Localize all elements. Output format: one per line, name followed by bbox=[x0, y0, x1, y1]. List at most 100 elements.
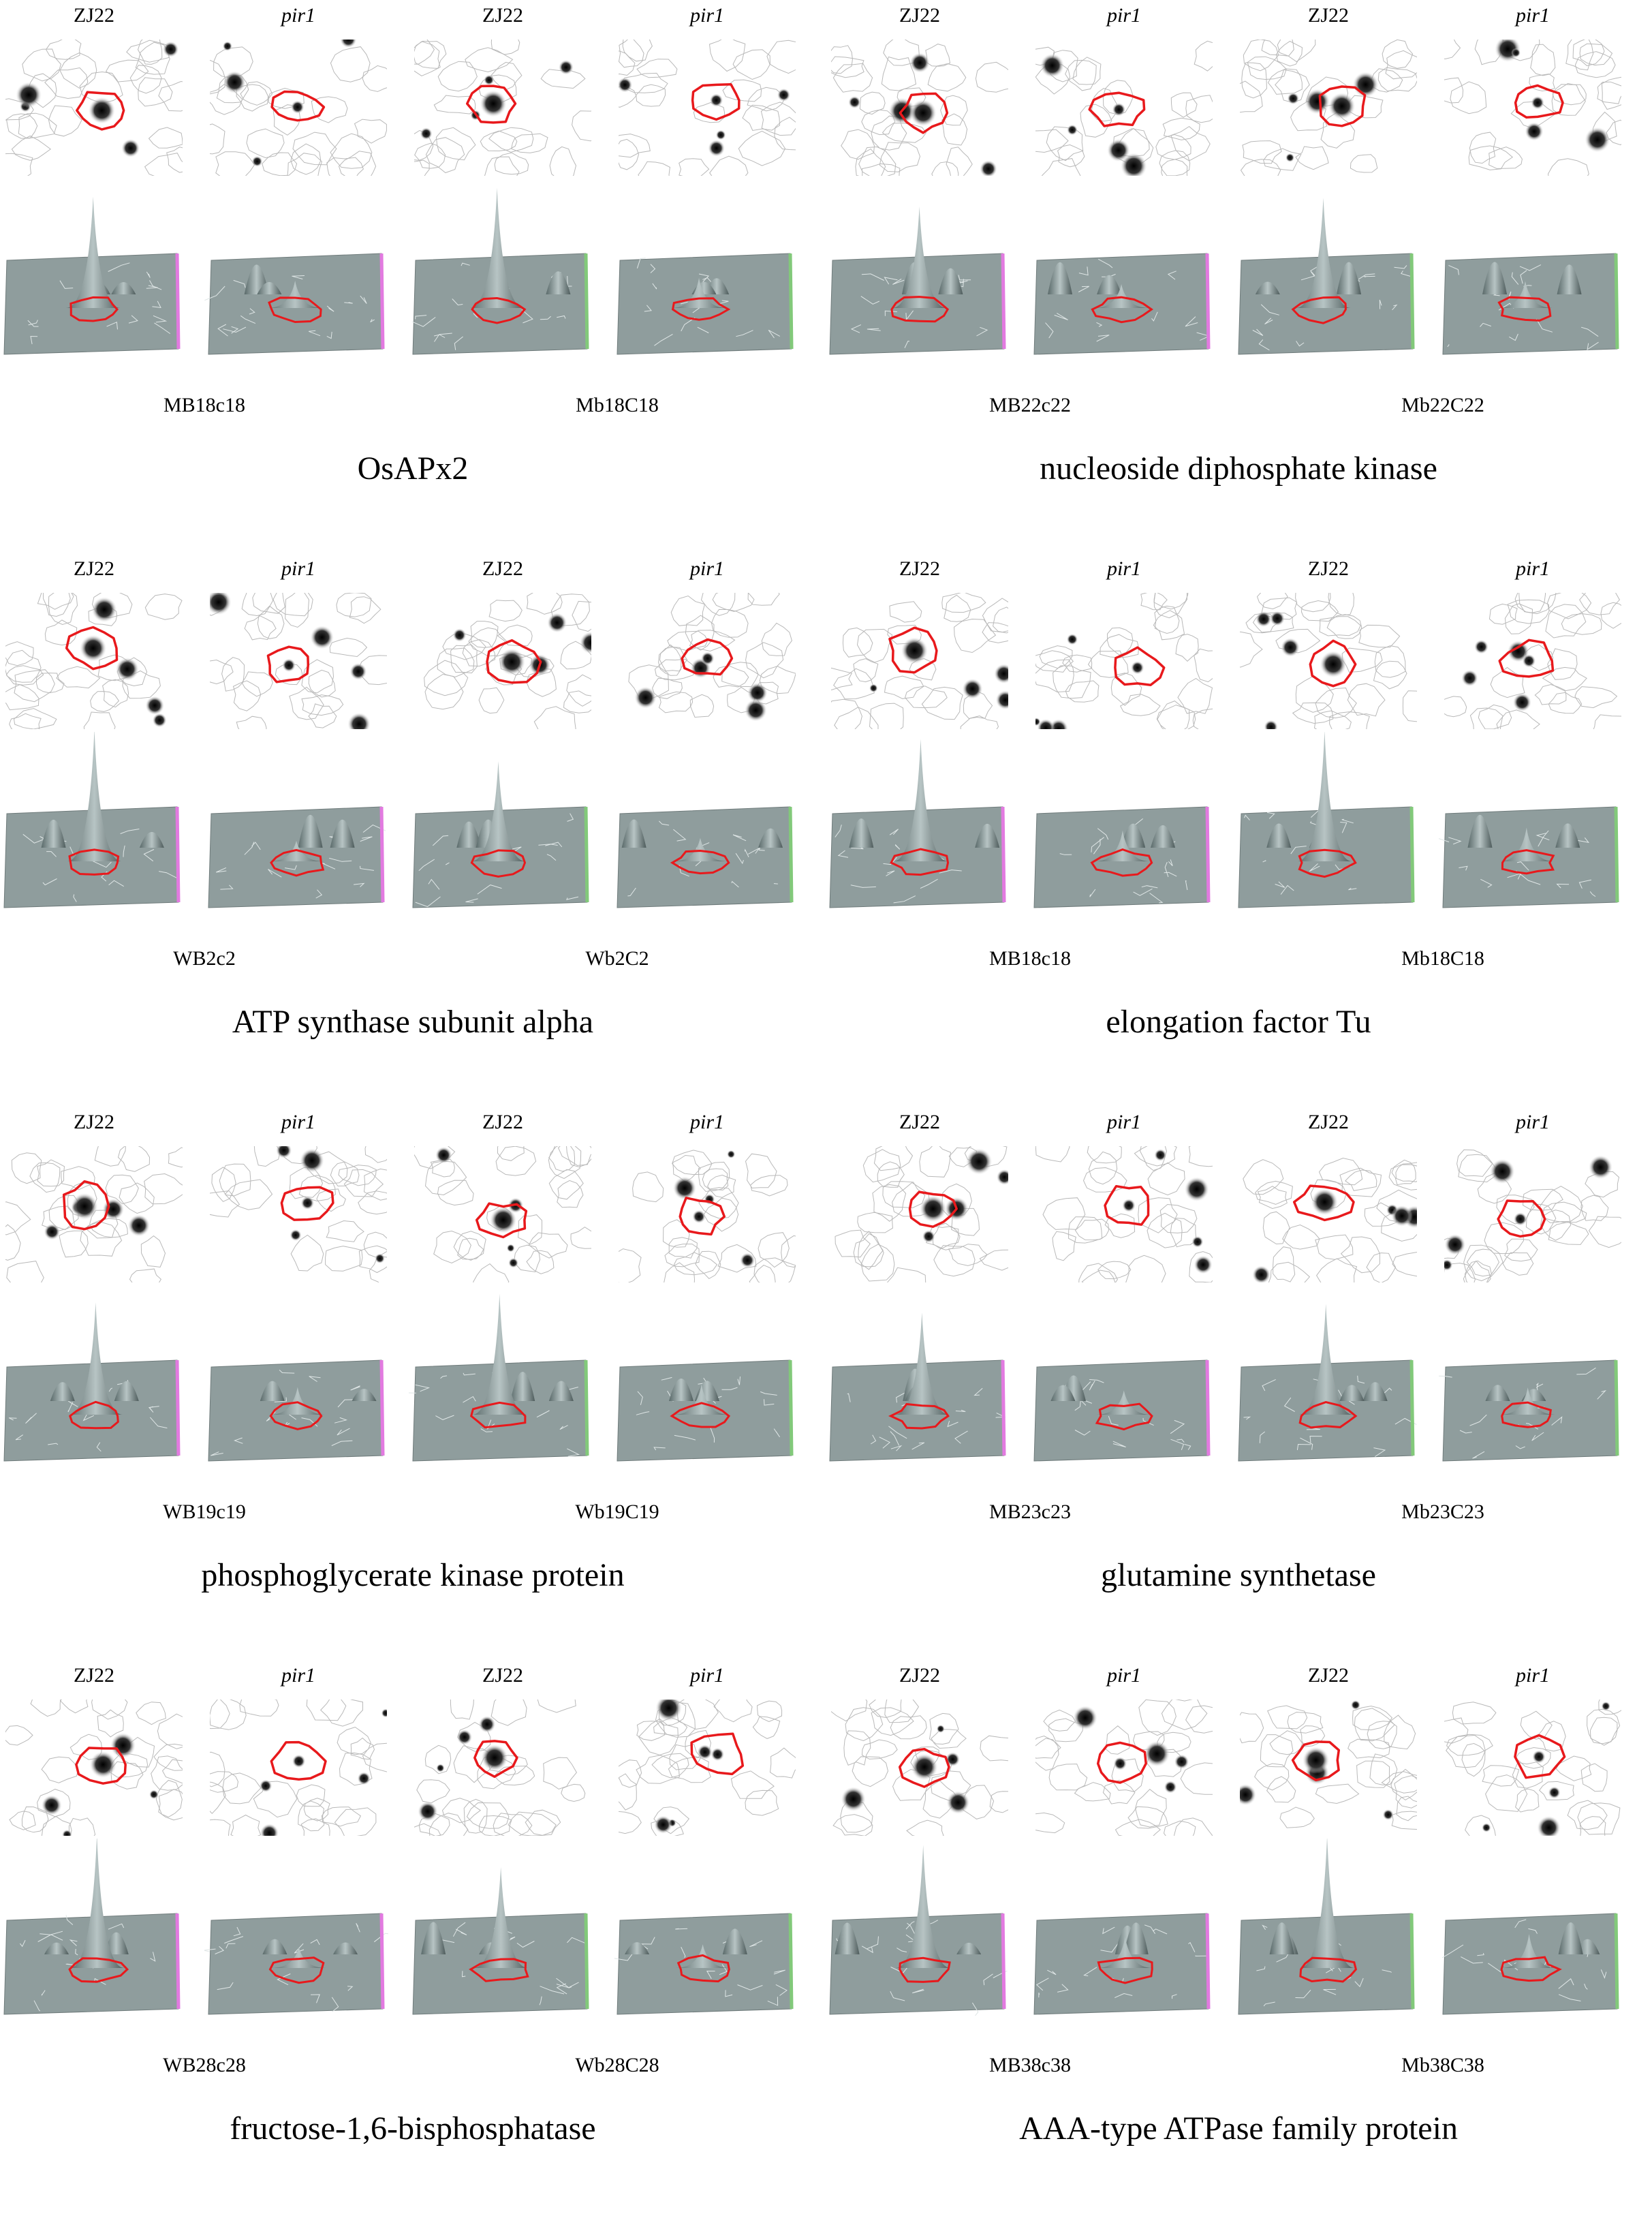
spot-3d-surface-plot bbox=[411, 187, 589, 355]
lane-label: pir1 bbox=[1106, 1664, 1141, 1687]
spot-3d-surface-plot bbox=[409, 1293, 589, 1462]
gel-spot-image bbox=[1035, 1700, 1213, 1836]
spot-3d-surface-plot bbox=[3, 1302, 181, 1462]
spot-3d-surface-plot bbox=[617, 1359, 794, 1462]
gel-spot-image bbox=[831, 1146, 1008, 1282]
pair-caption: WB2c2 bbox=[173, 947, 236, 970]
gel-spot-image bbox=[414, 40, 591, 176]
lane-label: ZJ22 bbox=[1308, 1664, 1349, 1687]
lane-label: ZJ22 bbox=[482, 1664, 523, 1687]
spot-3d-surface-plot bbox=[1238, 1304, 1417, 1462]
lane-label: pir1 bbox=[1515, 1664, 1550, 1687]
lane-label: ZJ22 bbox=[482, 1111, 523, 1133]
protein-name-title: OsAPx2 bbox=[357, 450, 469, 487]
gel-spot-image bbox=[1444, 40, 1621, 176]
gel-spot-image bbox=[1035, 1146, 1213, 1282]
protein-name-title: nucleoside diphosphate kinase bbox=[1040, 450, 1437, 487]
gel-spot-image bbox=[210, 1700, 387, 1836]
lane-label: ZJ22 bbox=[899, 1664, 940, 1687]
lane-label: ZJ22 bbox=[482, 557, 523, 580]
spot-3d-surface-plot bbox=[208, 1359, 385, 1462]
pair-caption: Wb2C2 bbox=[585, 947, 649, 970]
gel-spot-image bbox=[5, 593, 183, 729]
gel-spot-image bbox=[831, 593, 1008, 729]
lane-label: pir1 bbox=[281, 4, 315, 27]
lane-label: ZJ22 bbox=[74, 557, 114, 580]
lane-label: pir1 bbox=[1106, 4, 1141, 27]
spot-3d-surface-plot bbox=[1442, 253, 1619, 355]
spot-3d-surface-plot bbox=[412, 761, 589, 908]
spot-3d-surface-plot bbox=[614, 1913, 794, 2015]
lane-label: pir1 bbox=[1515, 1111, 1550, 1133]
lane-label: pir1 bbox=[1106, 1111, 1141, 1133]
spot-3d-surface-plot bbox=[1439, 1359, 1619, 1462]
gel-spot-image bbox=[619, 1700, 796, 1836]
pair-caption: MB23c23 bbox=[989, 1501, 1071, 1523]
gel-spot-image bbox=[831, 1700, 1008, 1836]
lane-label: pir1 bbox=[689, 4, 724, 27]
spot-3d-surface-plot bbox=[1033, 1913, 1211, 2015]
gel-spot-image bbox=[1035, 40, 1213, 176]
gel-spot-image bbox=[619, 40, 796, 176]
pair-caption: Mb22C22 bbox=[1401, 394, 1484, 416]
gel-spot-image bbox=[210, 593, 387, 729]
lane-label: pir1 bbox=[1515, 4, 1550, 27]
gel-spot-image bbox=[1240, 593, 1417, 729]
pair-caption: Wb19C19 bbox=[575, 1501, 659, 1523]
lane-label: ZJ22 bbox=[1308, 1111, 1349, 1133]
spot-3d-surface-plot bbox=[617, 806, 794, 908]
spot-3d-surface-plot bbox=[3, 196, 181, 355]
gel-spot-image bbox=[414, 593, 591, 729]
lane-label: ZJ22 bbox=[74, 1664, 114, 1687]
gel-spot-image bbox=[210, 1146, 387, 1282]
lane-label: pir1 bbox=[1106, 557, 1141, 580]
gel-spot-image bbox=[414, 1146, 591, 1282]
spot-3d-surface-plot bbox=[1439, 806, 1619, 908]
gel-spot-image bbox=[1444, 593, 1621, 729]
pair-caption: Mb23C23 bbox=[1401, 1501, 1484, 1523]
gel-spot-image bbox=[1240, 40, 1417, 176]
lane-label: pir1 bbox=[281, 1111, 315, 1133]
spot-3d-surface-plot bbox=[1238, 1839, 1415, 2015]
pair-caption: WB19c19 bbox=[163, 1501, 246, 1523]
lane-label: pir1 bbox=[689, 557, 724, 580]
protein-name-title: elongation factor Tu bbox=[1106, 1004, 1371, 1040]
lane-label: ZJ22 bbox=[74, 1111, 114, 1133]
gel-spot-image bbox=[1035, 593, 1213, 729]
spot-3d-surface-plot bbox=[617, 253, 794, 355]
protein-name-title: glutamine synthetase bbox=[1101, 1557, 1376, 1593]
pair-caption: Mb18C18 bbox=[1401, 947, 1484, 970]
pair-caption: MB18c18 bbox=[989, 947, 1071, 970]
pair-caption: MB38c38 bbox=[989, 2054, 1071, 2076]
spot-3d-surface-plot bbox=[3, 1839, 181, 2015]
lane-label: ZJ22 bbox=[899, 4, 940, 27]
spot-3d-surface-plot bbox=[412, 1867, 589, 2015]
lane-label: pir1 bbox=[1515, 557, 1550, 580]
pair-caption: Mb38C38 bbox=[1401, 2054, 1484, 2076]
spot-3d-surface-plot bbox=[208, 806, 386, 908]
protein-name-title: ATP synthase subunit alpha bbox=[232, 1004, 594, 1040]
spot-3d-surface-plot bbox=[1441, 1913, 1619, 2015]
spot-3d-surface-plot bbox=[1238, 732, 1415, 908]
pair-caption: Mb18C18 bbox=[576, 394, 659, 416]
gel-spot-image bbox=[619, 1146, 796, 1282]
spot-3d-surface-plot bbox=[829, 739, 1006, 908]
lane-label: pir1 bbox=[281, 557, 315, 580]
spot-3d-surface-plot bbox=[1033, 1359, 1211, 1462]
gel-spot-image bbox=[831, 40, 1008, 176]
pair-caption: MB22c22 bbox=[989, 394, 1071, 416]
lane-label: pir1 bbox=[281, 1664, 315, 1687]
gel-spot-image bbox=[5, 1146, 183, 1282]
spot-3d-surface-plot bbox=[1033, 253, 1211, 355]
pair-caption: WB28c28 bbox=[163, 2054, 246, 2076]
pair-caption: MB18c18 bbox=[163, 394, 245, 416]
gel-spot-image bbox=[1444, 1700, 1621, 1836]
gel-spot-image bbox=[210, 40, 387, 176]
